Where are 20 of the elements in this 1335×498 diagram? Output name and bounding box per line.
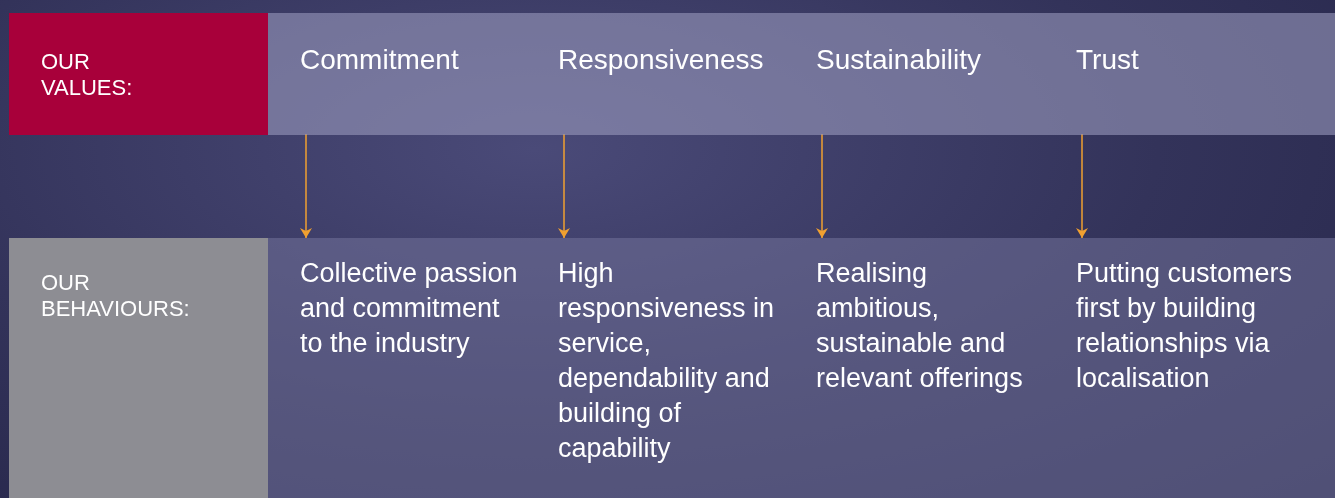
row-label: OUR BEHAVIOURS: [41,270,190,322]
label-box [9,238,268,498]
value-heading: Trust [1076,43,1140,77]
value-cell [1066,13,1335,135]
arrow [1076,133,1088,239]
value-heading: Commitment [300,43,460,77]
behaviour-cell [268,238,548,498]
behaviour-text: Putting customers first by building relationships via localisation [1076,257,1294,395]
behaviour-text: Realising ambitious, sustainable and relevant offerings [816,257,1024,395]
arrow [558,133,570,239]
label-box [9,13,268,135]
arrow [300,133,312,239]
value-cell [268,13,548,135]
value-heading: Sustainability [816,43,982,77]
row-label: OUR VALUES: [41,49,133,101]
value-heading: Responsiveness [558,43,765,77]
arrow [816,133,828,239]
behaviour-text: Collective passion and commitment to the industry [300,257,518,360]
behaviour-text: High responsiveness in service, dependability and building of capability [558,257,776,465]
behaviour-cell [1066,238,1335,498]
